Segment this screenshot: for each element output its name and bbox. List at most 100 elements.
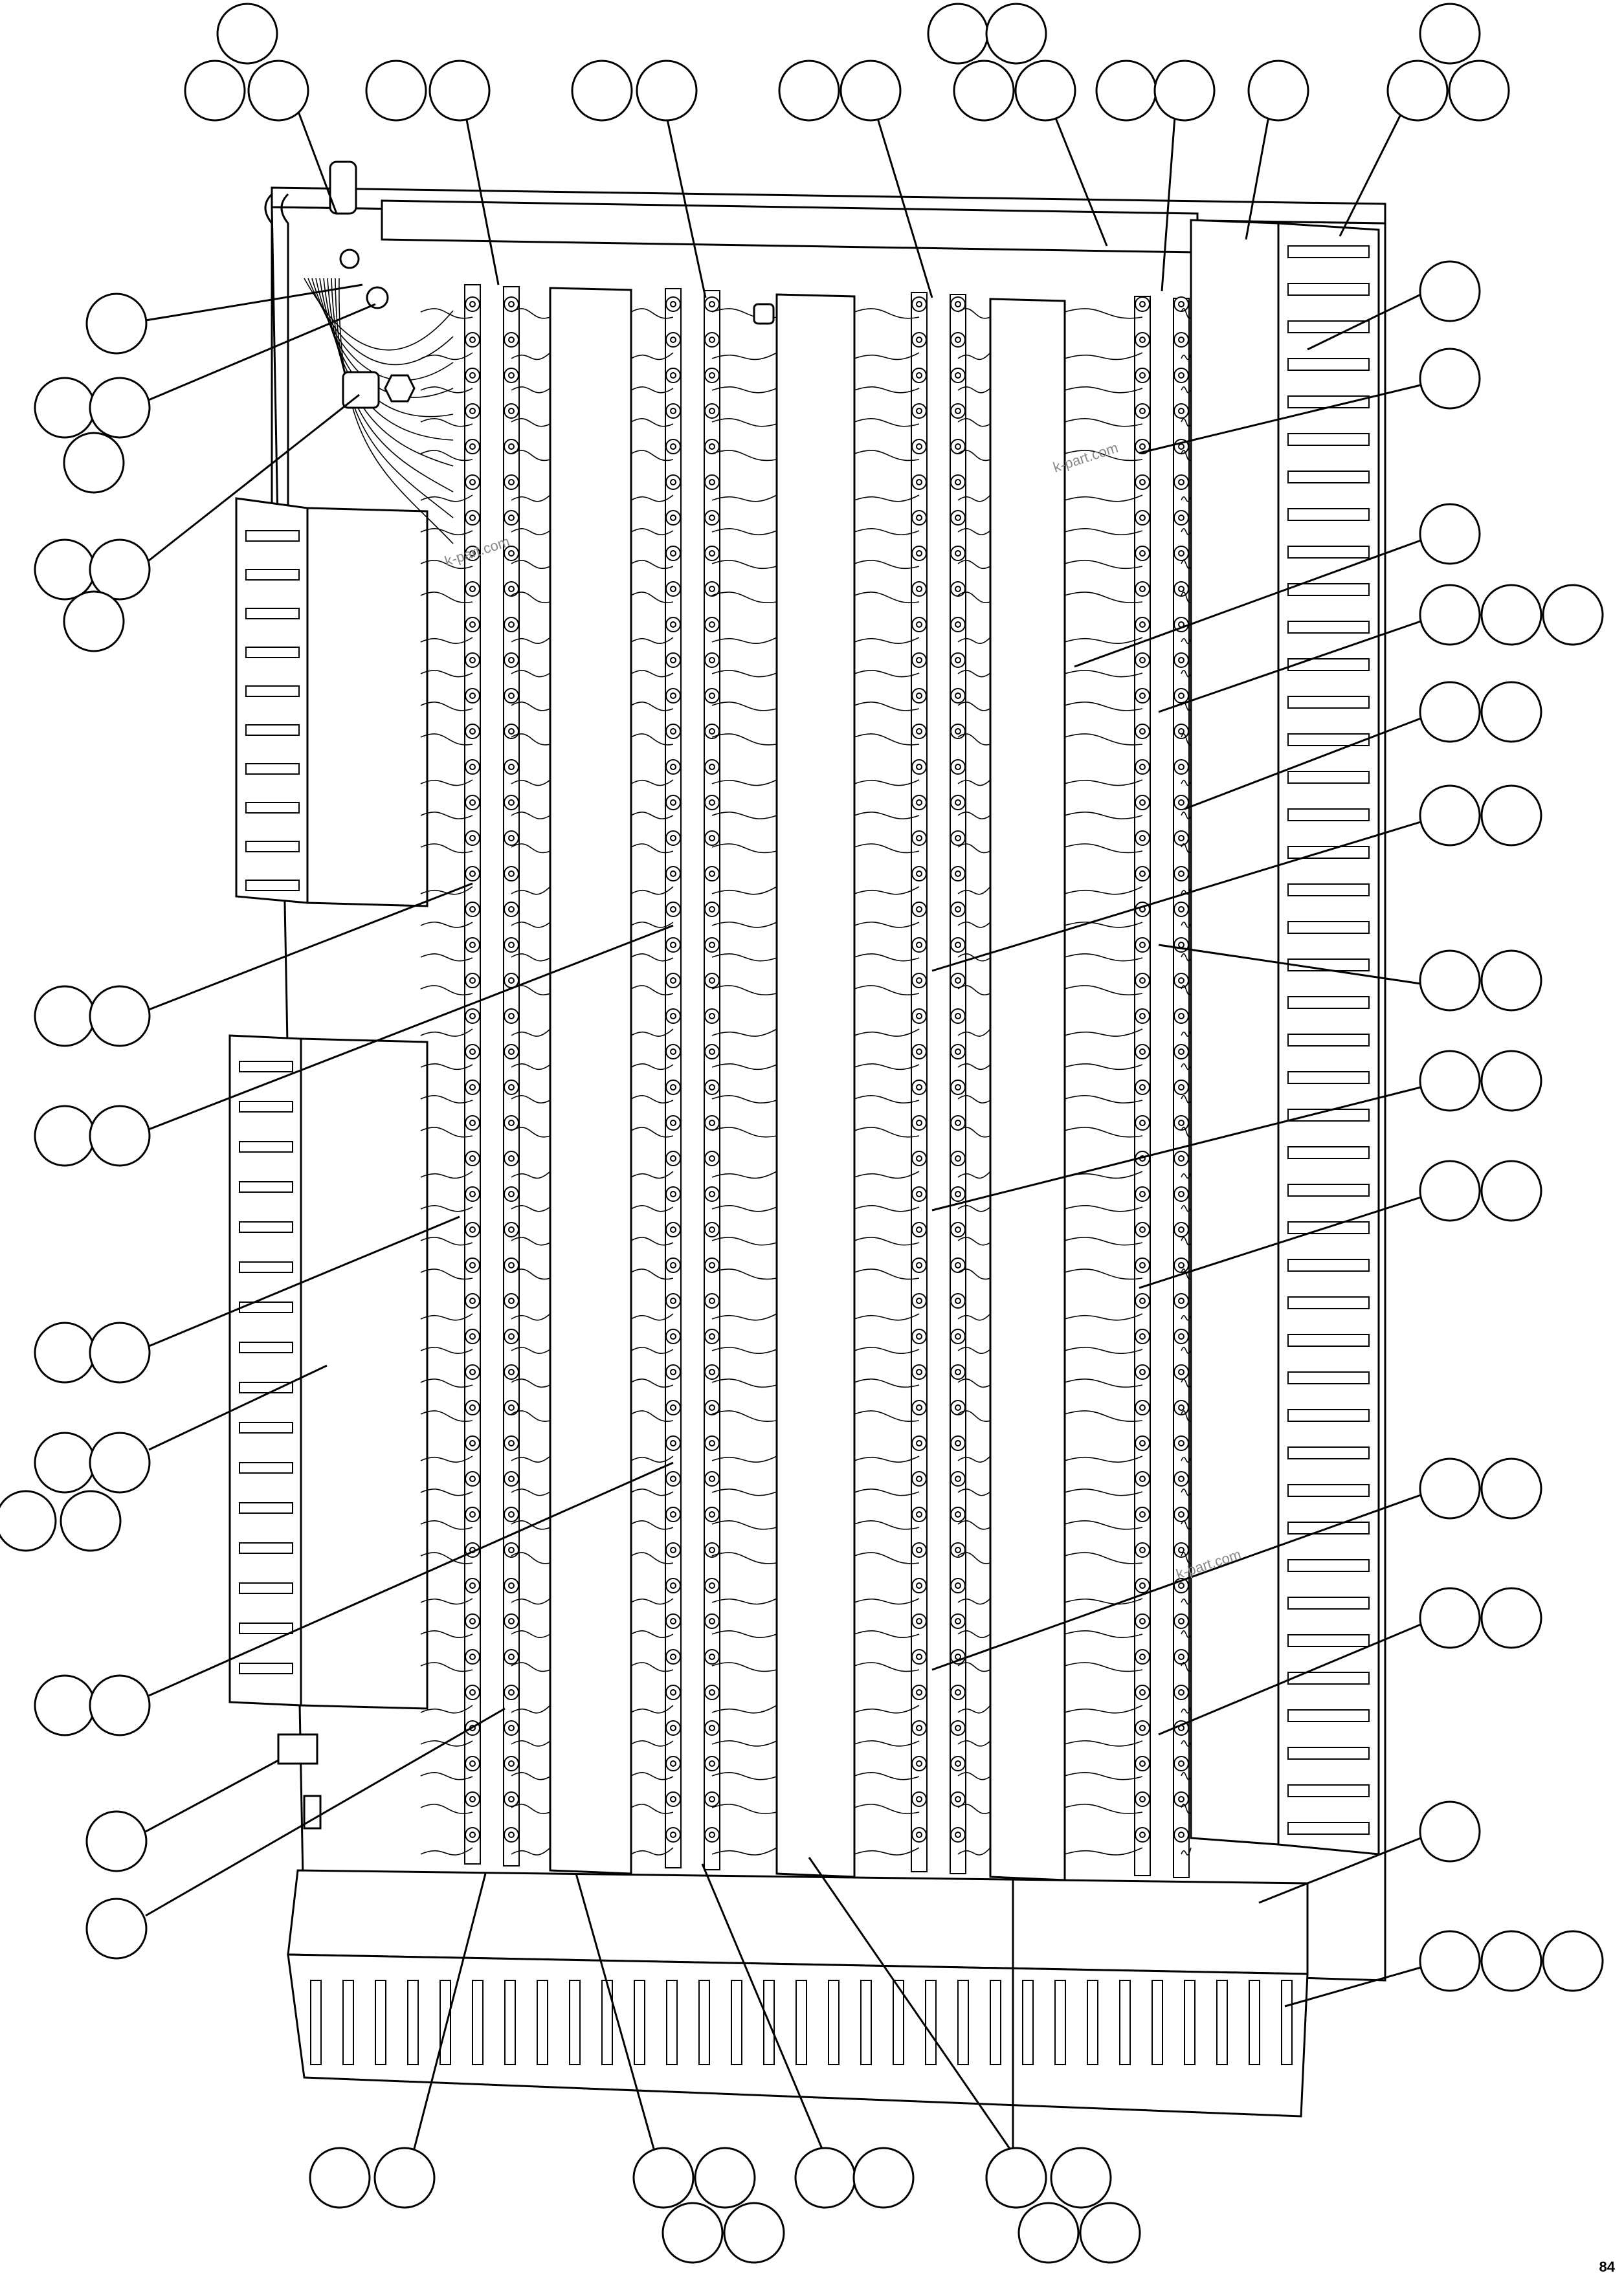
wire [1064,1095,1143,1103]
terminal-screw-head [916,1333,922,1340]
wire [1181,779,1192,786]
terminal-screw-head [469,586,476,592]
wire [1064,592,1143,603]
terminal-screw-head [469,870,476,877]
leader-line [145,283,363,322]
terminal-screw-head [955,1618,961,1624]
terminal-screw-head [1178,1226,1185,1233]
terminal-screw-head [670,764,676,770]
wire [1181,812,1192,819]
terminal-screw-head [670,977,676,984]
duct-slot [1287,1296,1370,1309]
terminal-screw-head [1139,408,1146,414]
terminal-screw-head [670,657,676,663]
wire [854,702,920,711]
bottom-wire-duct [287,1869,1309,2118]
wire [711,560,777,570]
duct-slot [1287,1784,1370,1797]
wire [957,1347,991,1354]
wire [711,1772,777,1780]
wire [957,922,991,928]
callout-bubble [953,60,1015,122]
wire [630,1705,674,1714]
wire [854,1520,920,1530]
terminal-screw-head [955,1476,961,1482]
duct-slot [860,1980,872,2065]
terminal-screw-head [955,799,961,806]
wire [957,1630,991,1638]
duct-slot [1287,245,1370,258]
terminal-screw-head [1178,1262,1185,1268]
terminal-screw-head [955,977,961,984]
wire [957,1489,991,1496]
wire [420,1630,473,1638]
wire [854,1028,920,1037]
wire [1181,1630,1192,1638]
callout-bubble [662,2202,724,2264]
terminal-screw-head [508,728,515,735]
terminal-screw-head [1178,1476,1185,1482]
wire [630,1095,674,1104]
wire [854,1063,920,1070]
callout-bubble [63,590,125,652]
terminal-screw-head [1139,586,1146,592]
wire [854,1847,920,1856]
duct-slot [504,1980,516,2065]
terminal-screw-head [508,1191,515,1197]
wire [1181,352,1192,360]
terminal-screw-head [709,692,715,699]
terminal-screw-head [709,1013,715,1019]
terminal-screw-head [1178,1084,1185,1091]
leader-line [1139,1196,1421,1289]
wire [1064,1520,1143,1530]
callout-bubble [1419,3,1481,65]
wire [957,308,991,319]
duct-slot [1287,1484,1370,1497]
wire [957,494,991,502]
wire [420,1028,473,1037]
callout-bubble [1419,1800,1481,1863]
terminal-screw-head [709,942,715,948]
duct-slot [1216,1980,1228,2065]
terminal-screw-head [1139,1476,1146,1482]
duct-slot [1287,433,1370,446]
wire [420,1662,473,1672]
wire [511,494,551,502]
terminal-screw-head [916,1760,922,1767]
wire [854,779,920,786]
terminal-screw-head [508,1689,515,1696]
terminal-screw-head [1178,1333,1185,1340]
wire [1181,637,1192,644]
wire [711,1847,777,1856]
leader-line [1074,539,1421,668]
wire [711,1520,777,1530]
terminal-screw-head [670,1120,676,1126]
terminal-screw-head [1139,1654,1146,1660]
wire [1064,1598,1143,1605]
terminal-screw-head [1139,1440,1146,1446]
wire [1064,1379,1143,1388]
wire [957,733,991,746]
wire [711,494,777,502]
wire [854,1772,920,1780]
terminal-screw-head [1178,1582,1185,1589]
wire [420,1063,473,1070]
terminal-screw-head [508,1084,515,1091]
terminal-screw-head [469,1760,476,1767]
terminal-screw-head [1178,1618,1185,1624]
duct-slot [1249,1980,1260,2065]
wire [1064,1552,1143,1564]
wire [957,1204,991,1212]
wire [630,450,674,461]
wire [854,1804,920,1814]
callout-bubble [309,2147,371,2209]
callout-bubble [216,3,278,65]
wire [420,953,473,962]
wire [854,386,920,393]
wire [511,886,551,895]
terminal-screw-head [1139,1084,1146,1091]
leader-line [931,821,1421,972]
wire [711,1410,777,1422]
callout-bubble [34,1322,96,1384]
wire [420,352,473,360]
